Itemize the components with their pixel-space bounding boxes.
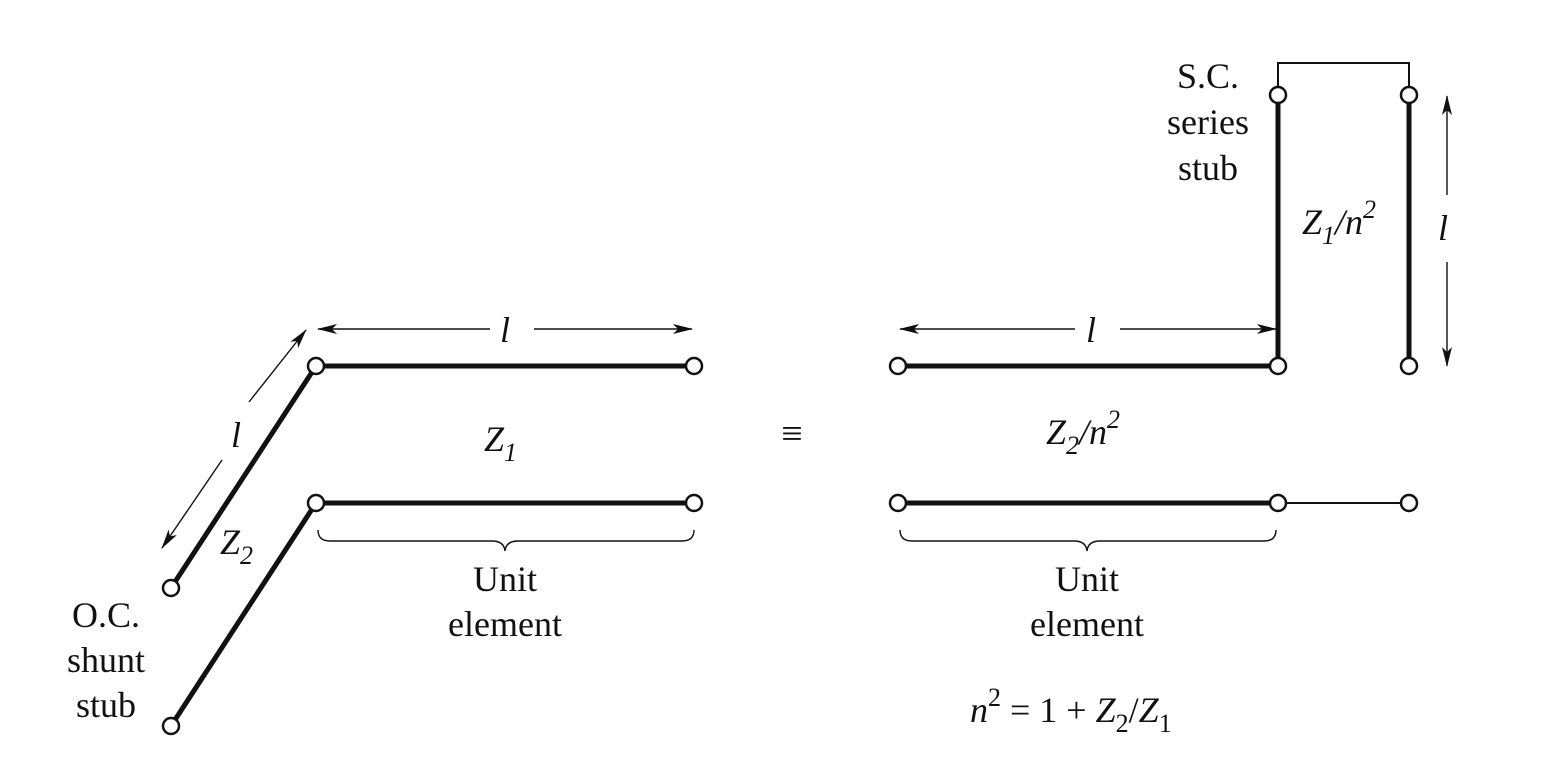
ue-length-label: l [500, 310, 510, 350]
stub-length-label: l [1438, 208, 1448, 248]
z2-over-n2-label: Z2/n2 [1046, 405, 1120, 460]
z1-label: Z1 [484, 419, 517, 467]
unit-element-brace-right [899, 529, 1277, 552]
kuroda-equation: n2 = 1 + Z2/Z1 [970, 683, 1172, 738]
ue-length-label: l [1086, 310, 1096, 350]
unit-element-text-line2: element [448, 604, 562, 644]
shunt-stub-lower-line [168, 500, 319, 729]
terminal-node [306, 493, 326, 513]
shunt-stub-upper-line [168, 363, 319, 591]
sc-label-line3: stub [1178, 148, 1238, 188]
terminal-node [1268, 85, 1288, 105]
equivalence-symbol: ≡ [781, 413, 802, 455]
unit-element-text-line1: Unit [473, 559, 537, 599]
terminal-node [306, 356, 326, 376]
terminal-node [1399, 493, 1419, 513]
stub-length-label: l [231, 415, 241, 455]
oc-label-line1: O.C. [72, 595, 140, 635]
z2-label: Z2 [220, 522, 253, 570]
terminal-node [684, 493, 704, 513]
terminal-node [161, 578, 181, 598]
unit-element-text-line2: element [1030, 604, 1144, 644]
terminal-node [888, 356, 908, 376]
terminal-node [1399, 356, 1419, 376]
terminal-node [1399, 85, 1419, 105]
unit-element-text-line1: Unit [1055, 559, 1119, 599]
terminal-node [888, 493, 908, 513]
unit-element-brace-left [317, 529, 695, 552]
z1-over-n2-label: Z1/n2 [1302, 195, 1376, 250]
stub-length-arrow-up [248, 329, 307, 403]
sc-label-line2: series [1167, 102, 1249, 142]
left-circuit: l l Z1 Z2 Unit element O.C. shunt stub [67, 310, 704, 736]
terminal-node [684, 356, 704, 376]
right-circuit: l l Z1/n2 Z2/n2 S.C. series stub Unit el… [888, 56, 1452, 738]
oc-label-line2: shunt [67, 640, 145, 680]
sc-label-line1: S.C. [1177, 56, 1239, 96]
terminal-node [161, 716, 181, 736]
oc-label-line3: stub [76, 685, 136, 725]
terminal-node [1268, 493, 1288, 513]
short-circuit-line [1277, 62, 1410, 95]
stub-length-arrow-down [161, 459, 223, 549]
terminal-node [1268, 356, 1288, 376]
